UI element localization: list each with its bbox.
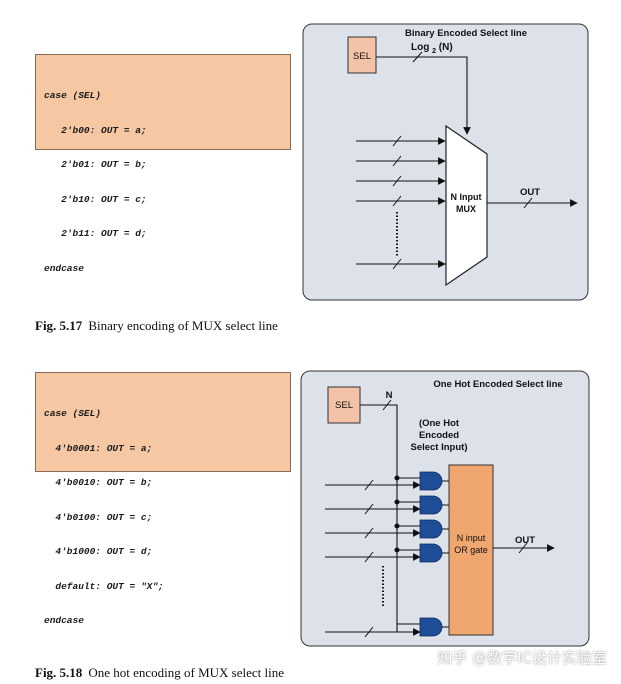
code-line: endcase xyxy=(44,262,84,274)
sel-register xyxy=(327,386,361,424)
code-line: default: OUT = "X"; xyxy=(44,580,164,592)
and-gate-row xyxy=(325,495,449,515)
and-gate-row xyxy=(325,543,449,563)
n-label: N xyxy=(386,390,393,401)
figure-caption-5-17: Fig. 5.17 Binary encoding of MUX select l… xyxy=(35,318,278,334)
select-input-label: Encoded xyxy=(419,430,459,441)
or-gate-label: OR gate xyxy=(454,545,488,555)
and-gate-row xyxy=(325,519,449,539)
select-wire xyxy=(360,404,398,632)
and-gate-icon xyxy=(419,543,443,563)
sel-label: SEL xyxy=(353,51,371,62)
caption-text: Binary encoding of MUX select line xyxy=(88,318,278,333)
select-input-label: Select Input) xyxy=(410,442,467,453)
figure-caption-5-18: Fig. 5.18 One hot encoding of MUX select … xyxy=(35,665,284,681)
code-line: 2'b11: OUT = d; xyxy=(44,228,147,239)
and-gate-icon xyxy=(419,495,443,515)
code-line: 4'b0010: OUT = b; xyxy=(44,477,153,488)
bus-slash xyxy=(382,399,392,411)
code-line: 4'b0100: OUT = c; xyxy=(44,511,153,523)
bus-slash xyxy=(412,51,423,63)
caption-text: One hot encoding of MUX select line xyxy=(88,665,284,680)
caption-number: Fig. 5.18 xyxy=(35,665,83,680)
and-gate-icon xyxy=(419,519,443,539)
out-label: OUT xyxy=(515,535,535,546)
mux-label: MUX xyxy=(456,204,476,214)
and-gate-row xyxy=(325,617,449,638)
and-gate-icon xyxy=(419,471,443,491)
code-line: 2'b00: OUT = a; xyxy=(44,124,147,136)
mux-inputs xyxy=(356,135,446,270)
select-input-label: (One Hot xyxy=(419,418,460,429)
watermark: 知乎 @数字IC设计实验室 xyxy=(437,649,607,667)
diagram-title: Binary Encoded Select line xyxy=(405,28,527,39)
code-line: 2'b10: OUT = c; xyxy=(44,193,147,205)
and-gate-row xyxy=(325,471,449,491)
or-gate-label: N input xyxy=(457,533,486,543)
code-line: 2'b01: OUT = b; xyxy=(44,159,147,170)
sel-register xyxy=(347,36,377,74)
diagram-panel xyxy=(300,370,590,647)
case-code-block-binary: case (SEL) 2'b00: OUT = a; 2'b01: OUT = … xyxy=(35,54,291,274)
code-line: endcase xyxy=(44,615,84,626)
bus-slash xyxy=(523,197,533,209)
code-line: 4'b1000: OUT = d; xyxy=(44,546,153,557)
sel-label: SEL xyxy=(335,400,353,411)
or-gate-block xyxy=(448,464,494,636)
select-width-label: Log 2 (N) xyxy=(411,42,453,56)
mux-label: N Input xyxy=(451,192,482,202)
mux-block xyxy=(445,124,488,287)
case-code-block-onehot: case (SEL) 4'b0001: OUT = a; 4'b0010: OU… xyxy=(35,372,291,626)
code-line: case (SEL) xyxy=(44,90,102,101)
code-line: 4'b0001: OUT = a; xyxy=(44,442,153,454)
code-line: case (SEL) xyxy=(44,408,102,419)
out-label: OUT xyxy=(520,187,540,198)
and-gate-icon xyxy=(419,617,443,637)
select-wire xyxy=(376,56,471,135)
bus-slash xyxy=(518,542,528,554)
caption-number: Fig. 5.17 xyxy=(35,318,83,333)
diagram-title: One Hot Encoded Select line xyxy=(433,379,562,390)
